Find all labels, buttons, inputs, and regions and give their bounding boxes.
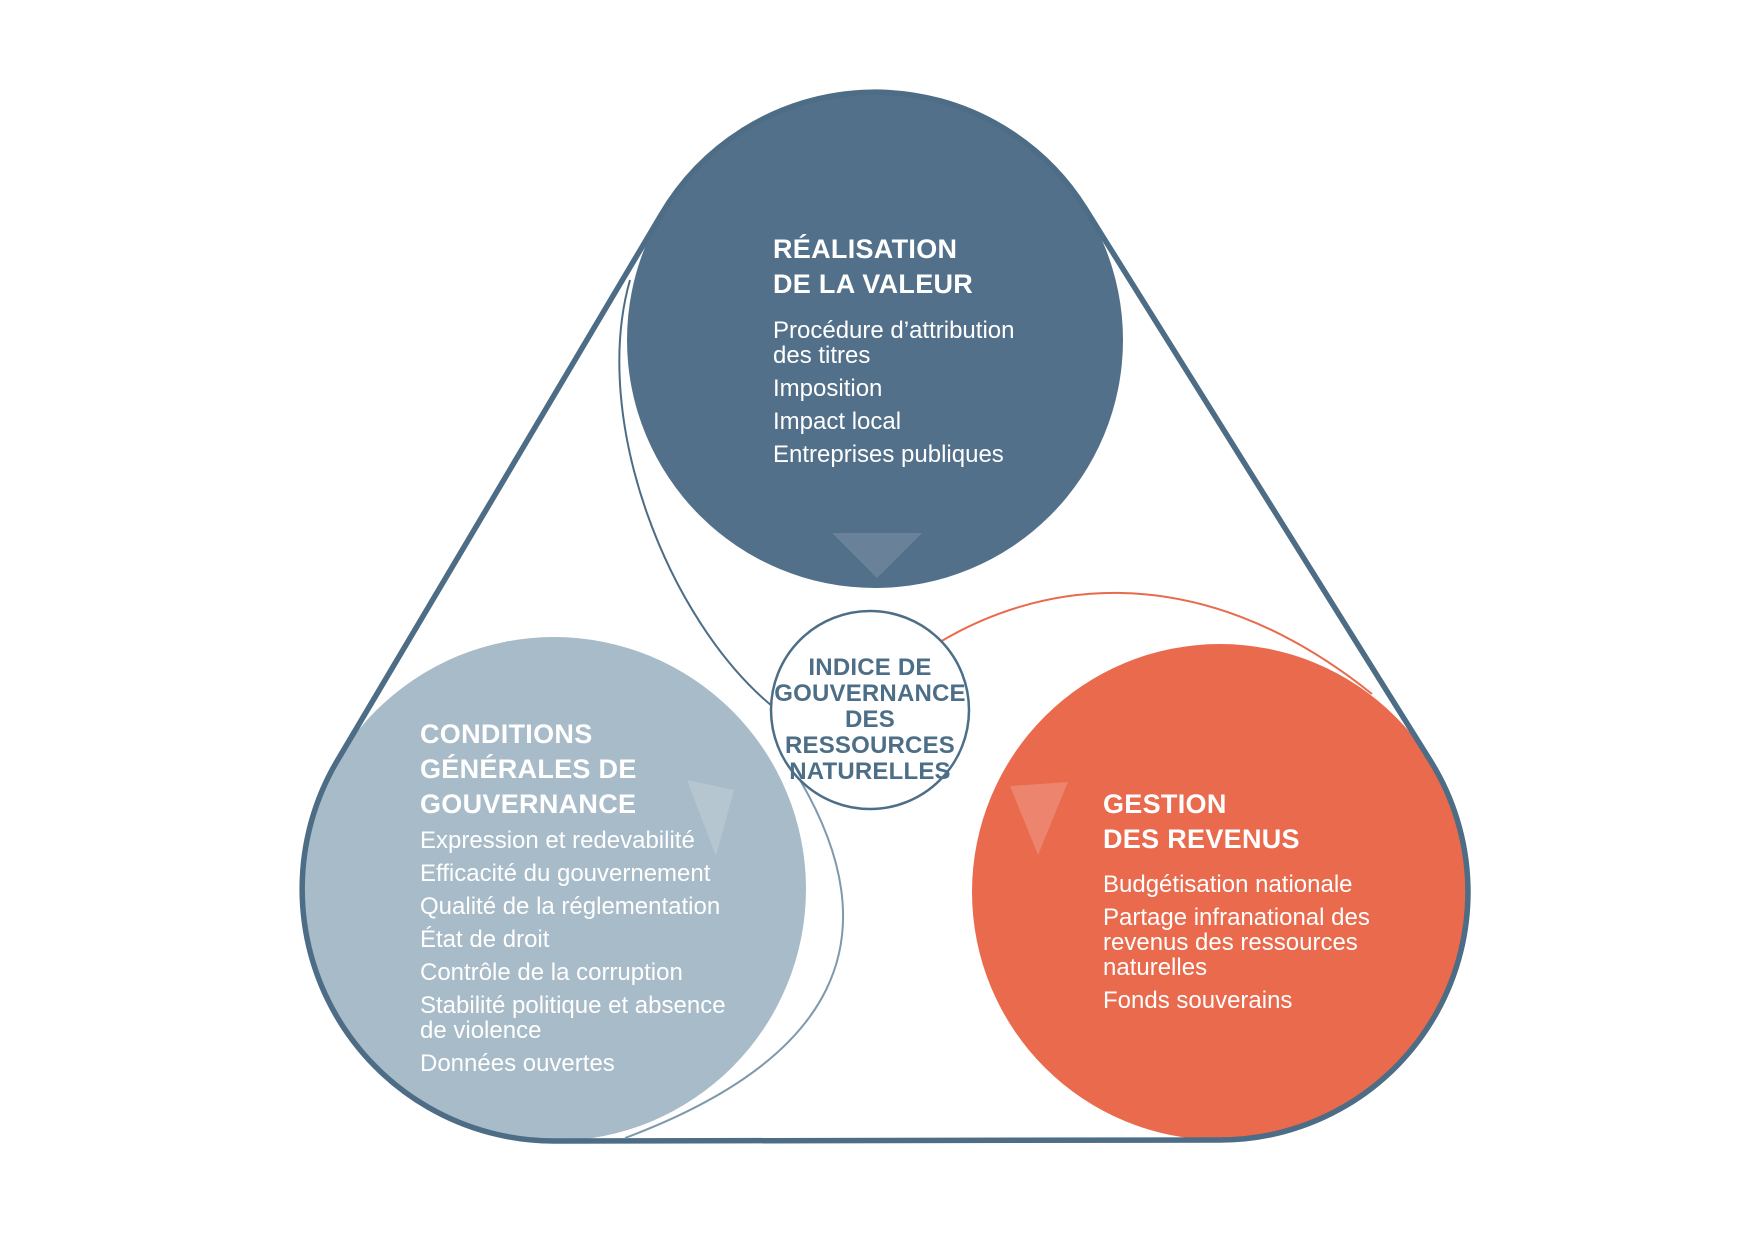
list-item: Expression et redevabilité: [420, 827, 695, 854]
list-item: Stabilité politique et absence de violen…: [420, 992, 726, 1044]
revenue-management-title: GESTION DES REVENUS: [1103, 787, 1300, 857]
list-item: Efficacité du gouvernement: [420, 860, 711, 887]
list-item: Données ouvertes: [420, 1050, 615, 1077]
list-item: Procédure d’attribution des titres: [773, 317, 1015, 369]
governance-conditions-items: Expression et redevabilité Efficacité du…: [420, 828, 735, 1084]
title-line: GESTION: [1103, 789, 1227, 819]
center-index-label: INDICE DE GOUVERNANCE DES RESSOURCES NAT…: [720, 655, 1020, 785]
governance-conditions-title: CONDITIONS GÉNÉRALES DE GOUVERNANCE: [420, 717, 637, 822]
slate-connector-arc: [618, 279, 773, 707]
arrow-down-left-icon: [1010, 782, 1068, 855]
label-line: DES: [845, 706, 895, 733]
revenue-management-items: Budgétisation nationale Partage infranat…: [1103, 872, 1388, 1021]
value-realization-items: Procédure d’attribution des titres Impos…: [773, 318, 1033, 475]
list-item: Contrôle de la corruption: [420, 959, 683, 986]
center-circle: [769, 609, 971, 811]
list-item: Entreprises publiques: [773, 441, 1004, 468]
gray-connector-arc: [624, 779, 844, 1139]
list-item: Qualité de la réglementation: [420, 893, 721, 920]
title-line: GÉNÉRALES DE: [420, 754, 637, 784]
list-item: Fonds souverains: [1103, 987, 1293, 1014]
title-line: CONDITIONS: [420, 719, 593, 749]
list-item: Impact local: [773, 408, 902, 435]
label-line: RESSOURCES: [784, 732, 956, 759]
arrow-down-icon: [832, 533, 922, 578]
title-line: DES REVENUS: [1103, 824, 1300, 854]
governance-conditions-circle: [302, 637, 806, 1141]
value-realization-circle: [627, 92, 1123, 588]
value-realization-title: RÉALISATION DE LA VALEUR: [773, 232, 973, 302]
list-item: Partage infranational des revenus des re…: [1103, 904, 1370, 981]
label-line: NATURELLES: [789, 758, 951, 785]
list-item: Budgétisation nationale: [1103, 871, 1353, 898]
label-line: INDICE DE: [808, 654, 932, 681]
label-line: GOUVERNANCE: [774, 680, 966, 707]
list-item: Imposition: [773, 375, 883, 402]
orange-connector-arc: [939, 591, 1373, 695]
list-item: État de droit: [420, 926, 550, 953]
title-line: RÉALISATION: [773, 234, 958, 264]
title-line: DE LA VALEUR: [773, 269, 974, 299]
revenue-management-circle: [972, 644, 1468, 1140]
arrow-down-right-icon: [687, 780, 734, 856]
triangle-outline: [299, 89, 1471, 1144]
title-line: GOUVERNANCE: [420, 789, 637, 819]
